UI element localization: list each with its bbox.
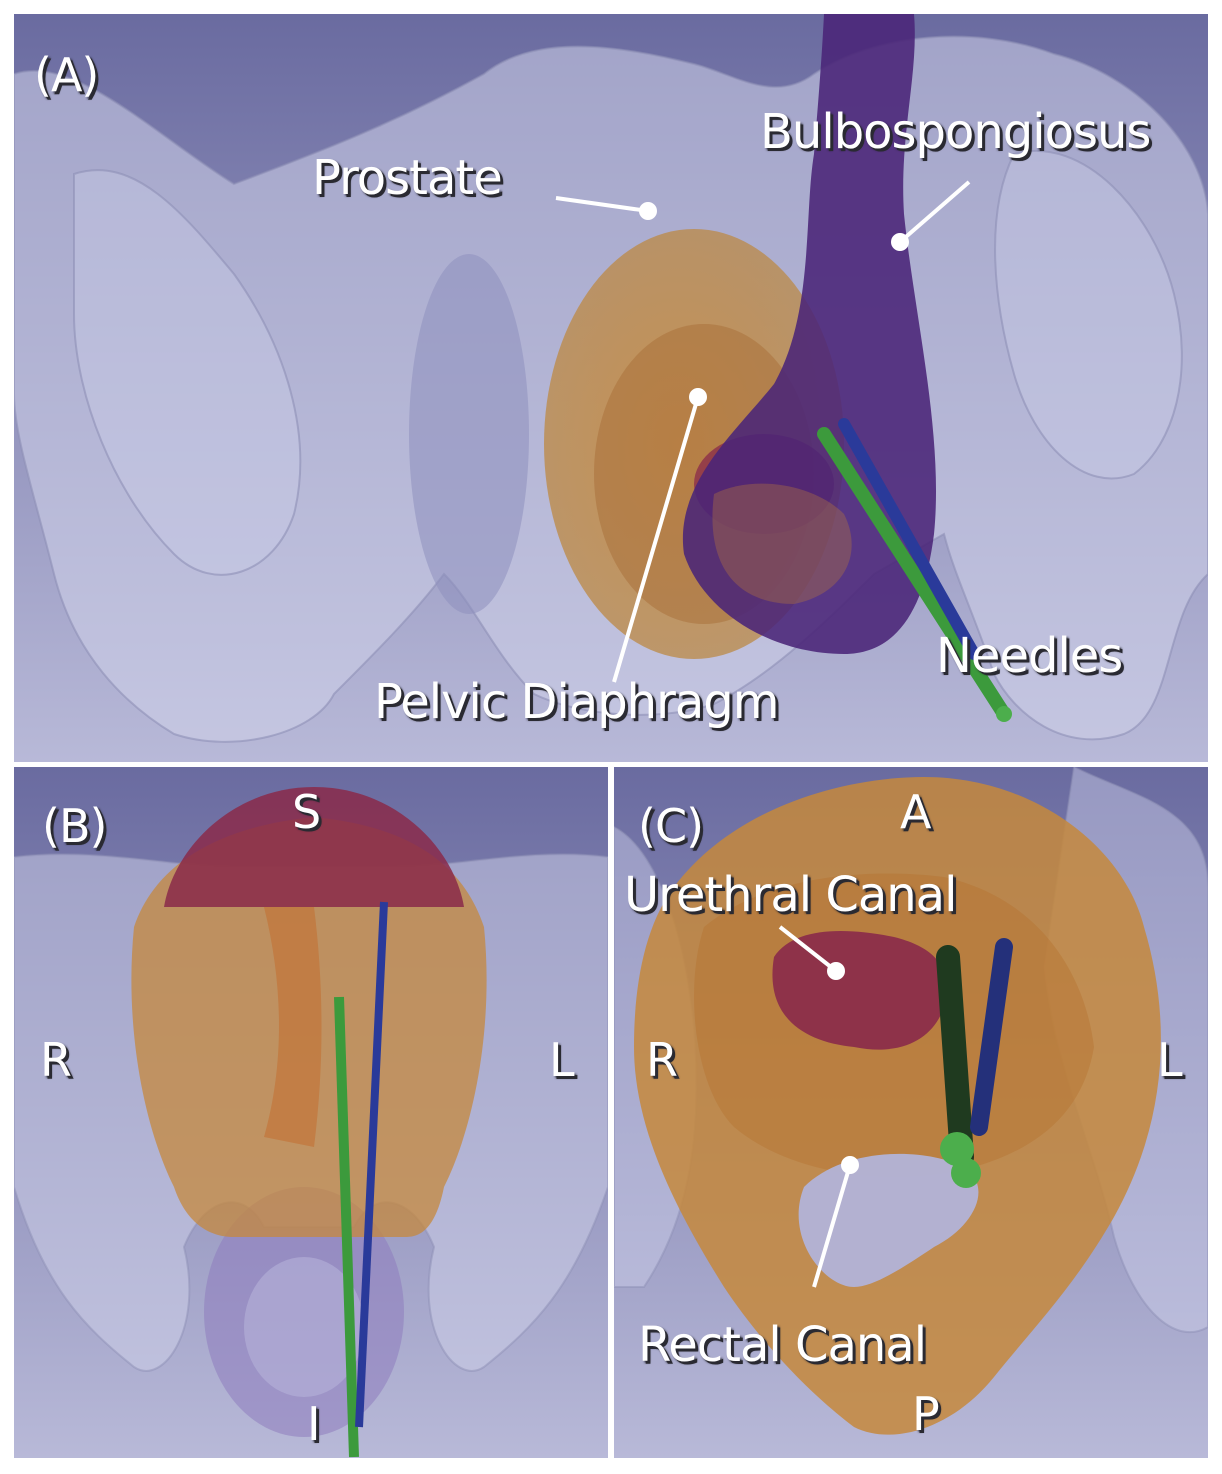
pelvic-diaphragm-label: Pelvic Diaphragm [374, 674, 779, 730]
panel-a-tag: (A) [34, 48, 99, 102]
needle-green-b [334, 996, 359, 1458]
panel-c-render [614, 767, 1208, 1458]
panel-b-render [14, 767, 608, 1458]
rectal-canal-label: Rectal Canal [638, 1317, 927, 1373]
needle-green [817, 427, 1011, 721]
needle-blue [838, 418, 980, 660]
prostate-shape-c [634, 777, 1161, 1435]
bulbospongiosus-shape [682, 14, 937, 654]
urethral-canal-label: Urethral Canal [624, 867, 957, 923]
orientation-left-b: L [549, 1033, 575, 1087]
orientation-inferior-b: I [307, 1397, 321, 1451]
orientation-left-c: L [1157, 1033, 1183, 1087]
panel-b-tag: (B) [42, 799, 107, 853]
bulbospongiosus-label: Bulbospongiosus [760, 104, 1151, 160]
prostate-label: Prostate [312, 150, 503, 206]
needle-blue-c [970, 938, 1013, 1136]
panel-c: (C) A Urethral Canal R L Rectal Canal P [614, 767, 1208, 1458]
bladder-neck-shape [164, 787, 464, 907]
orientation-anterior-c: A [900, 785, 931, 839]
needles-label: Needles [936, 628, 1123, 684]
leader-lines-c [778, 925, 859, 1288]
orientation-right-b: R [40, 1033, 72, 1087]
urethral-canal-shape [772, 931, 947, 1050]
leader-lines-a [555, 180, 971, 683]
orientation-superior-b: S [292, 785, 321, 839]
orientation-right-c: R [646, 1033, 678, 1087]
panel-a: (A) Prostate Bulbospongiosus Pelvic Diap… [14, 14, 1208, 762]
panel-b: (B) S R L I [14, 767, 608, 1458]
needle-blue-b [355, 901, 388, 1428]
panel-a-render [14, 14, 1208, 762]
panel-c-tag: (C) [638, 799, 704, 853]
obturator-foramen [409, 254, 529, 614]
needle-green-c [936, 945, 974, 1169]
orientation-posterior-c: P [912, 1387, 940, 1441]
